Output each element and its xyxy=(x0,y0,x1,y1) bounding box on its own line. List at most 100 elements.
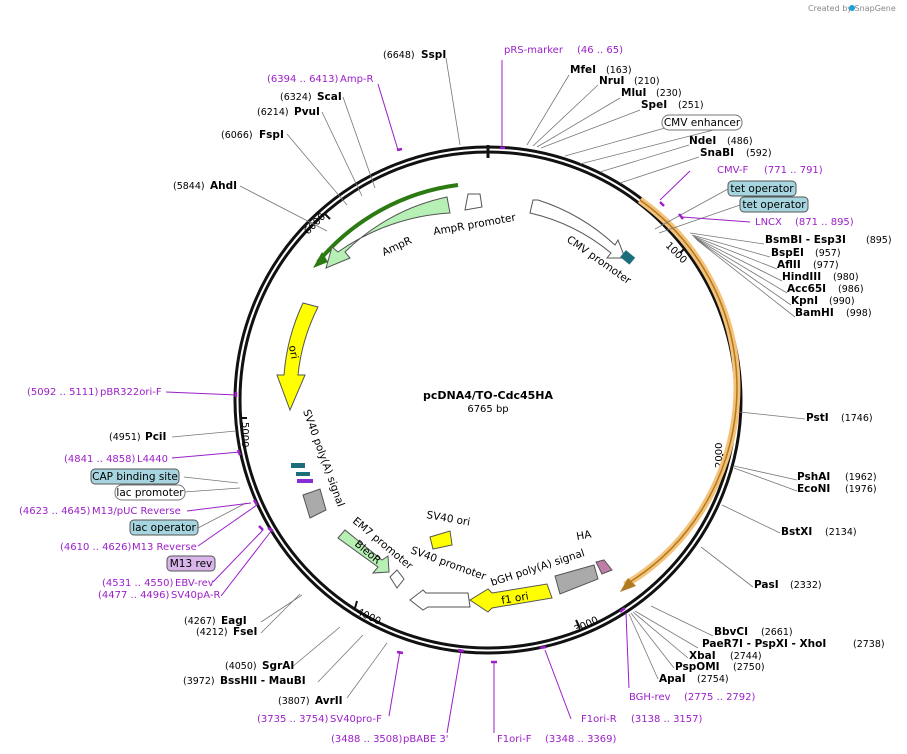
label-cmv-enhancer: CMV enhancer xyxy=(661,114,743,131)
svg-text:BssHII - MauBI: BssHII - MauBI xyxy=(220,675,306,687)
snapgene-logo-icon xyxy=(849,5,855,11)
primer-f1ori-f: F1ori-F(3348 .. 3369) xyxy=(497,734,617,745)
svg-text:PciI: PciI xyxy=(145,431,166,443)
svg-text:(2750): (2750) xyxy=(733,662,765,673)
svg-text:(6324): (6324) xyxy=(280,92,312,103)
enzyme-bspei: BspEI(957) xyxy=(771,247,841,259)
enzyme-sspi: (6648) SspI xyxy=(383,49,446,61)
svg-text:PshAI: PshAI xyxy=(797,471,830,483)
tick-label-5000: 5000 xyxy=(239,422,250,447)
svg-text:(592): (592) xyxy=(746,148,772,159)
cap-binding-site-feature xyxy=(291,463,305,468)
enzyme-econi: EcoNI(1976) xyxy=(797,483,877,495)
label-cap-binding-site: CAP binding site xyxy=(90,468,180,485)
label-lac-promoter: lac promoter xyxy=(114,484,186,501)
svg-text:(2332): (2332) xyxy=(790,580,822,591)
svg-text:SnaBI: SnaBI xyxy=(700,147,734,159)
sv40-polya-feature xyxy=(302,488,327,519)
primer-leader-lines xyxy=(165,60,751,734)
primer-cmv-f: CMV-F (771 .. 791) xyxy=(717,165,823,176)
label-lac-operator: lac operator xyxy=(129,519,199,536)
svg-text:SspI: SspI xyxy=(421,49,446,61)
svg-text:AflII: AflII xyxy=(777,259,801,271)
svg-text:BspEI: BspEI xyxy=(771,247,804,259)
primer-labels: pRS-marker(46 .. 65) CMV-F(771 .. 791) L… xyxy=(19,45,854,745)
svg-text:M13/pUC Reverse: M13/pUC Reverse xyxy=(92,506,181,517)
svg-text:(4531 .. 4550): (4531 .. 4550) xyxy=(102,578,174,589)
svg-text:BGH-rev: BGH-rev xyxy=(629,692,671,703)
feature-label-sv40-ori: SV40 ori xyxy=(425,509,471,528)
svg-text:FspI: FspI xyxy=(259,129,284,141)
enzyme-fspi: (6066)FspI xyxy=(221,129,284,141)
svg-text:SgrAI: SgrAI xyxy=(262,660,294,672)
svg-text:EBV-rev: EBV-rev xyxy=(175,578,214,589)
svg-text:XbaI: XbaI xyxy=(689,650,716,662)
feature-labels: CMV promoter AmpR promoter AmpR ori SV40… xyxy=(286,212,634,607)
svg-text:ApaI: ApaI xyxy=(659,673,686,685)
svg-text:PvuI: PvuI xyxy=(294,106,320,118)
enzyme-nrui: NruI(210) xyxy=(599,75,660,87)
enzyme-pvui: (6214)PvuI xyxy=(257,106,320,118)
svg-text:F1ori-R: F1ori-R xyxy=(581,714,617,725)
m13-rev-feature xyxy=(297,479,313,483)
enzyme-pasi: PasI(2332) xyxy=(754,579,822,591)
svg-text:tet operator: tet operator xyxy=(730,183,794,195)
enzyme-pspomi: PspOMI (2750) xyxy=(675,661,765,673)
svg-text:(230): (230) xyxy=(656,88,682,99)
svg-text:(2754): (2754) xyxy=(697,674,729,685)
svg-text:(4477 .. 4496): (4477 .. 4496) xyxy=(98,590,170,601)
svg-text:CMV enhancer: CMV enhancer xyxy=(664,117,741,129)
svg-text:HindIII: HindIII xyxy=(782,271,821,283)
svg-text:(163): (163) xyxy=(606,65,632,76)
plasmid-length: 6765 bp xyxy=(467,404,508,415)
svg-text:MfeI: MfeI xyxy=(570,64,596,76)
features xyxy=(276,193,636,613)
tick-label-2000: 2000 xyxy=(714,443,725,468)
enzyme-eagi: (4267)EagI xyxy=(184,615,247,627)
svg-text:(4610 .. 4626): (4610 .. 4626) xyxy=(60,542,132,553)
svg-text:PstI: PstI xyxy=(806,412,829,424)
svg-text:PaeR7I - PspXI - XhoI: PaeR7I - PspXI - XhoI xyxy=(702,638,826,650)
enzyme-ahdi: (5844)AhdI xyxy=(173,180,237,192)
enzyme-mlui: MluI(230) xyxy=(621,87,682,99)
svg-text:AvrII: AvrII xyxy=(315,695,343,707)
ampr-line xyxy=(316,183,459,264)
feature-label-sv40-promoter: SV40 promoter xyxy=(409,545,488,584)
primer-bgh-rev: BGH-rev(2775 .. 2792) xyxy=(629,692,756,703)
svg-text:(1976): (1976) xyxy=(845,484,877,495)
enzyme-xbai: XbaI(2744) xyxy=(689,650,762,662)
svg-text:KpnI: KpnI xyxy=(791,295,818,307)
svg-text:L4440: L4440 xyxy=(137,454,168,465)
enzyme-sgrai: (4050)SgrAI xyxy=(225,660,294,672)
svg-text:(4623 .. 4645): (4623 .. 4645) xyxy=(19,506,91,517)
enzyme-bamhi: BamHI(998) xyxy=(795,307,872,319)
enzyme-paer7i: PaeR7I - PspXI - XhoI(2738) xyxy=(702,638,885,650)
primer-pbabe3: (3488 .. 3508)pBABE 3' xyxy=(331,734,449,745)
enzyme-scai: (6324)ScaI xyxy=(280,91,342,103)
svg-text:(3807): (3807) xyxy=(278,696,310,707)
enzyme-fsei: (4212)FseI xyxy=(196,626,257,638)
feature-label-ha: HA xyxy=(575,528,593,543)
svg-text:(2661): (2661) xyxy=(761,627,793,638)
feature-label-f1-ori: f1 ori xyxy=(500,590,529,607)
svg-text:Amp-R: Amp-R xyxy=(340,74,374,85)
svg-text:lac promoter: lac promoter xyxy=(116,487,184,499)
svg-text:CMV-F: CMV-F xyxy=(717,165,748,176)
svg-text:CAP binding site: CAP binding site xyxy=(92,471,178,483)
svg-text:M13 Reverse: M13 Reverse xyxy=(132,542,197,553)
svg-text:(1746): (1746) xyxy=(841,413,873,424)
primer-f1ori-r: F1ori-R(3138 .. 3157) xyxy=(581,714,703,725)
svg-text:PspOMI: PspOMI xyxy=(675,661,720,673)
enzyme-avrii: (3807) AvrII xyxy=(278,695,343,707)
svg-text:BbvCI: BbvCI xyxy=(714,626,748,638)
svg-text:SV40pro-F: SV40pro-F xyxy=(330,714,382,725)
enzyme-apai: ApaI (2754) xyxy=(659,673,729,685)
primer-marks xyxy=(234,146,684,664)
svg-text:(6394 .. 6413): (6394 .. 6413) xyxy=(267,74,339,85)
enzyme-kpni: KpnI(990) xyxy=(791,295,855,307)
svg-text:(6648): (6648) xyxy=(383,50,415,61)
label-tet-operator-1: tet operator xyxy=(727,180,797,197)
svg-text:BsmBI - Esp3I: BsmBI - Esp3I xyxy=(765,234,846,246)
svg-text:(771 .. 791): (771 .. 791) xyxy=(764,165,823,176)
